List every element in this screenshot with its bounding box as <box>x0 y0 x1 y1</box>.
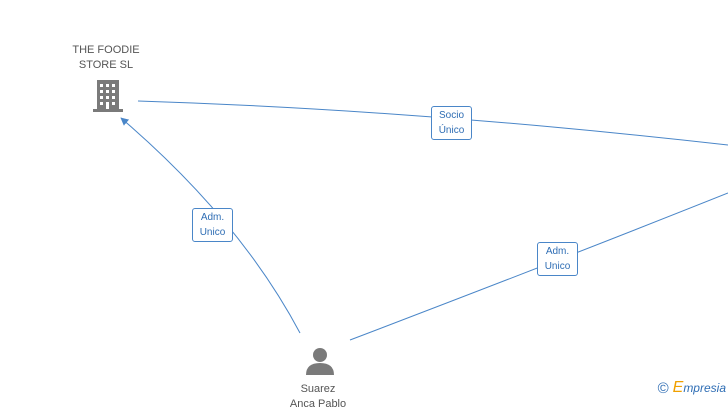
empresia-watermark: © Empresia <box>658 379 726 397</box>
person-icon[interactable] <box>306 348 334 375</box>
edge-label-socio-unico[interactable]: Socio Único <box>431 106 472 140</box>
edge-socio-unico <box>137 100 728 146</box>
watermark-logo: Empresia <box>673 379 726 397</box>
building-icon[interactable] <box>93 80 123 112</box>
company-label[interactable]: THE FOODIE STORE SL <box>72 44 140 71</box>
watermark-first-letter: E <box>672 379 684 396</box>
copyright-icon: © <box>657 379 669 397</box>
watermark-rest: mpresia <box>683 381 726 395</box>
person-label[interactable]: Suarez Anca Pablo <box>289 383 347 410</box>
edge-label-adm-unico-company[interactable]: Adm. Unico <box>192 208 233 242</box>
edge-label-adm-unico-right[interactable]: Adm. Unico <box>537 242 578 276</box>
